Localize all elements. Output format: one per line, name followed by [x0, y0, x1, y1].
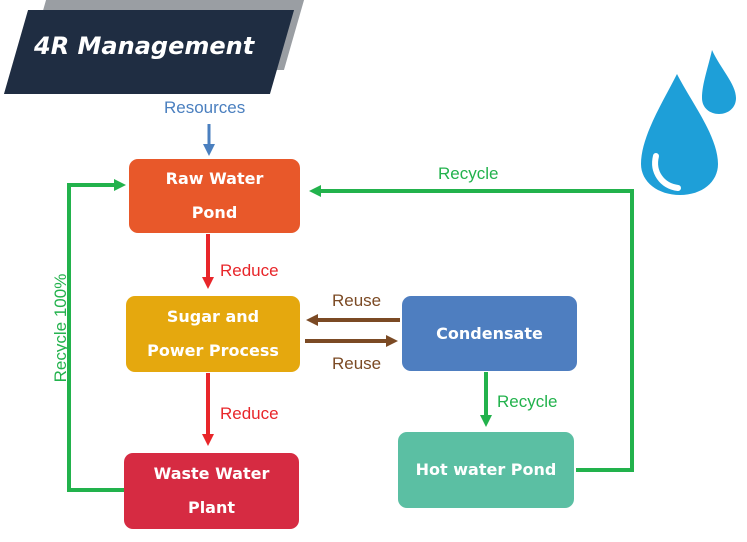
condensate-label: Condensate — [436, 323, 543, 343]
hot-water-pond-node: Hot water Pond — [398, 432, 574, 508]
reuse-label-bottom: Reuse — [332, 354, 382, 373]
hot-water-pond-label: Hot water Pond — [415, 460, 557, 479]
waste-water-label-line1: Waste Water — [153, 464, 270, 483]
reduce-label-top: Reduce — [220, 261, 279, 280]
banner-title: 4R Management — [34, 32, 255, 60]
reduce-label-bottom: Reduce — [220, 404, 279, 423]
recycle-label-top: Recycle — [438, 164, 499, 183]
waste-water-label-line2: Plant — [187, 498, 236, 517]
resources-label: Resources — [164, 98, 246, 117]
condensate-node: Condensate — [402, 296, 577, 371]
raw-water-pond-label-line1: Raw Water — [165, 169, 264, 188]
reuse-label-top: Reuse — [332, 291, 382, 310]
sugar-power-label-line1: Sugar and — [166, 307, 260, 326]
recycle-arrow-left-loop — [67, 179, 126, 492]
recycle-arrow-hot-water-loop — [309, 185, 634, 472]
raw-water-pond-label-line2: Pond — [191, 203, 238, 222]
recycle-label-condensate: Recycle — [497, 392, 558, 411]
recycle-label-left: Recycle 100% — [51, 273, 70, 383]
sugar-power-label-line2: Power Process — [147, 341, 279, 360]
water-drop-icon — [641, 50, 736, 195]
